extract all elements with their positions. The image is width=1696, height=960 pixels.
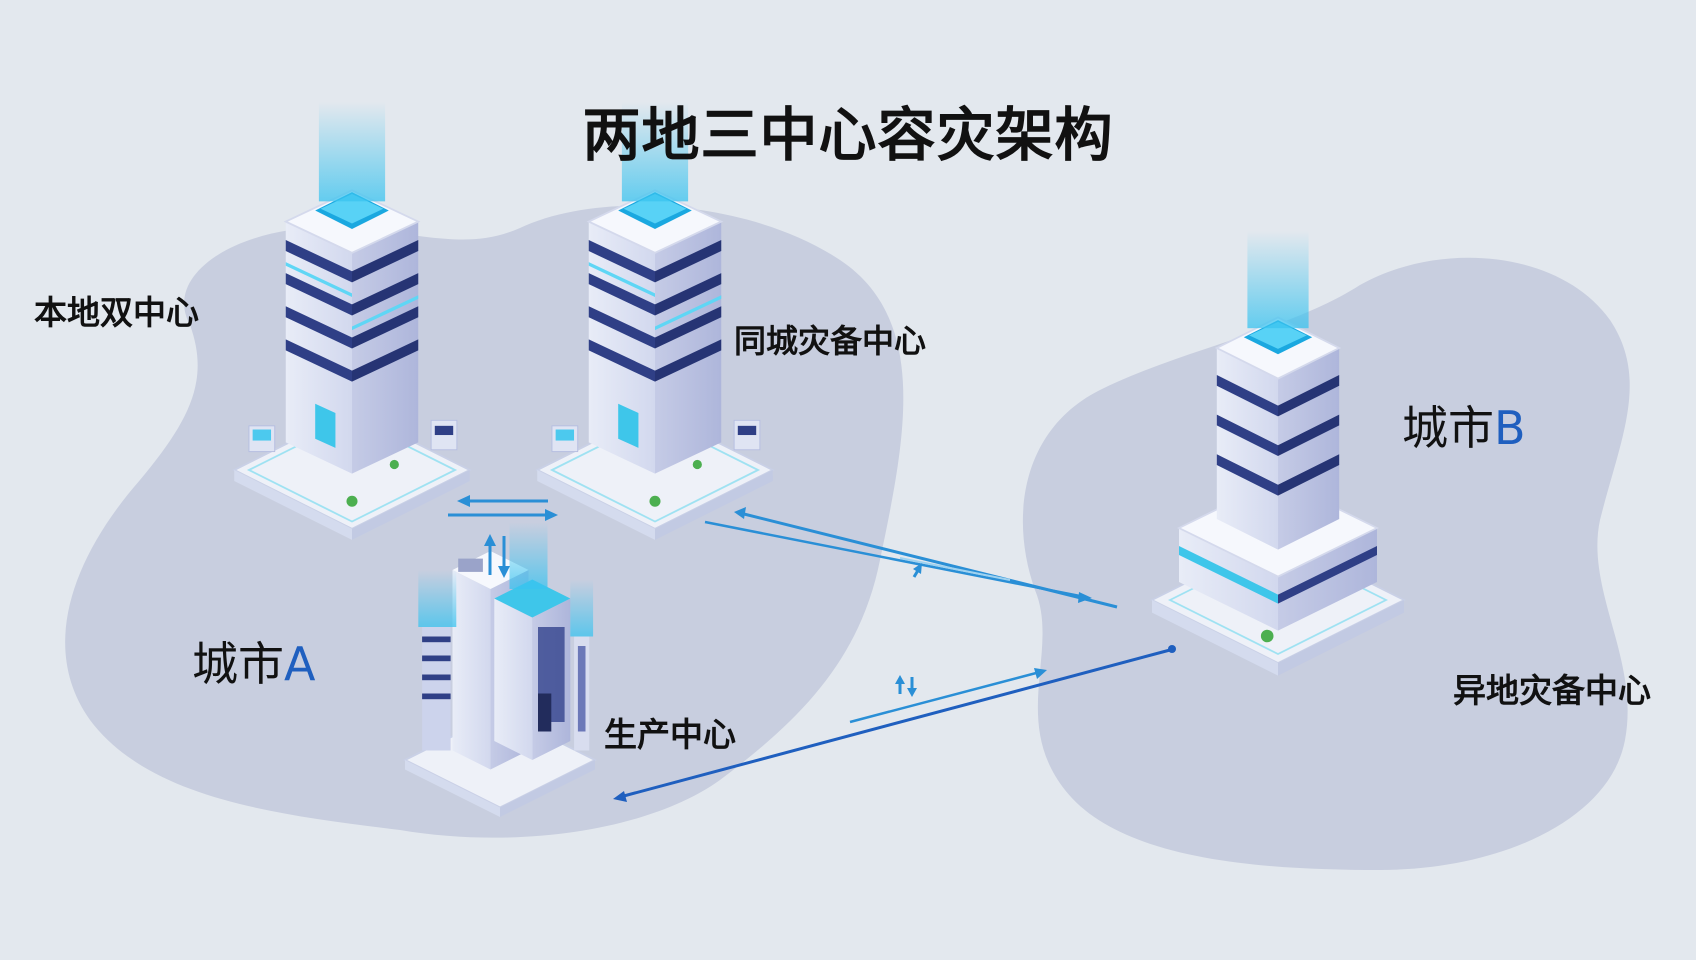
sync-production-arrows	[484, 534, 510, 578]
city-b-label: 城市B	[1402, 392, 1526, 458]
city-a-prefix: 城市	[192, 637, 284, 691]
remote-dr-datacenter-icon	[1149, 230, 1407, 676]
remote-dr-center-label: 异地灾备中心	[1453, 671, 1651, 710]
city-a-letter: A	[284, 637, 316, 691]
same-city-dr-center-label: 同城灾备中心	[734, 322, 927, 360]
city-b-prefix: 城市	[1402, 401, 1494, 455]
city-b-letter: B	[1494, 401, 1526, 455]
local-dual-center-label: 本地双中心	[34, 293, 199, 332]
diagram-title: 两地三中心容灾架构	[582, 101, 1114, 169]
production-center-label: 生产中心	[604, 715, 736, 754]
sync-indicator-icon	[895, 563, 922, 697]
sync-same-city-remote-arrows	[704, 507, 1118, 609]
sync-local-arrows	[448, 495, 558, 521]
sync-production-remote-arrows	[613, 645, 1176, 802]
city-a-label: 城市A	[192, 628, 315, 694]
